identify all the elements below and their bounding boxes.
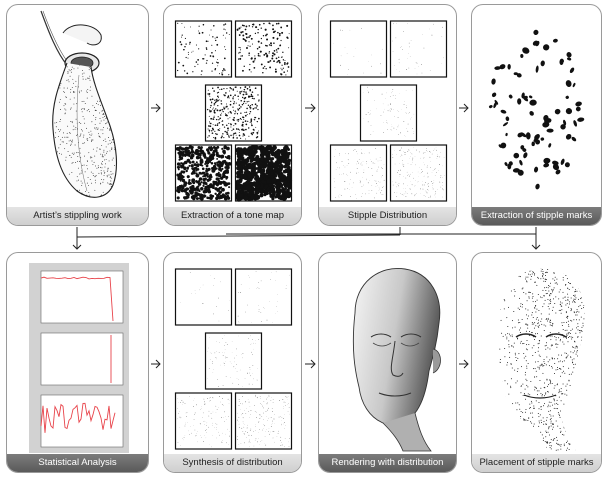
tone-tile: [235, 144, 292, 201]
distribution-tile: [331, 21, 387, 77]
synthesis-tile: [176, 269, 232, 325]
right-arrow-icon: [305, 360, 315, 368]
panel-tone-map: Extraction of a tone map: [163, 4, 302, 226]
tone-tile: [176, 145, 232, 201]
panel-caption: Statistical Analysis: [7, 454, 148, 472]
panel-stipple-marks: Extraction of stipple marks: [471, 4, 602, 226]
panel-caption: Extraction of stipple marks: [472, 207, 601, 225]
tone-tile: [176, 21, 232, 77]
head-rendering: [319, 253, 457, 456]
distribution-tile: [361, 85, 417, 141]
right-arrow-icon: [459, 360, 468, 368]
tone-map-grid: [164, 5, 302, 209]
distribution-tile: [331, 145, 387, 201]
panel-placement: Placement of stipple marks: [471, 252, 602, 473]
synthesis-tile: [206, 333, 262, 389]
distribution-grid: [319, 5, 457, 209]
panel-caption: Synthesis of distribution: [164, 454, 301, 472]
panel-synthesis: Synthesis of distribution: [163, 252, 302, 473]
right-arrow-icon: [459, 104, 468, 112]
connector-line: [77, 235, 400, 237]
distribution-tile: [391, 145, 447, 201]
analysis-plot: [41, 395, 123, 447]
synthesis-tile: [176, 393, 232, 449]
analysis-plot: [41, 333, 123, 385]
panel-rendering: Rendering with distribution: [318, 252, 457, 473]
down-arrow-icon: [73, 227, 81, 249]
right-arrow-icon: [151, 104, 160, 112]
synthesis-tile: [236, 393, 292, 449]
stipple-mark-samples: [472, 5, 602, 209]
synthesis-tile: [236, 269, 292, 325]
tone-tile: [206, 85, 262, 141]
distribution-tile: [391, 21, 447, 77]
tone-tile: [236, 21, 292, 77]
statistics-plots: [7, 253, 149, 456]
right-arrow-icon: [305, 104, 315, 112]
panel-statistical-analysis: Statistical Analysis: [6, 252, 149, 473]
panel-caption: Placement of stipple marks: [472, 454, 601, 472]
panel-caption: Extraction of a tone map: [164, 207, 301, 225]
panel-caption: Stipple Distribution: [319, 207, 456, 225]
right-arrow-icon: [151, 360, 160, 368]
down-arrow-icon: [532, 227, 540, 249]
panel-artist-stippling: Artist’s stippling work: [6, 4, 149, 226]
stipple-dots: [496, 267, 589, 454]
analysis-plot: [41, 271, 123, 323]
stippled-head-result: [472, 253, 602, 456]
panel-stipple-distribution: Stipple Distribution: [318, 4, 457, 226]
synthesized-distribution-grid: [164, 253, 302, 456]
panel-caption: Rendering with distribution: [319, 454, 456, 472]
pitcher-plant-stipple-illustration: [7, 5, 149, 209]
panel-caption: Artist’s stippling work: [7, 207, 148, 225]
